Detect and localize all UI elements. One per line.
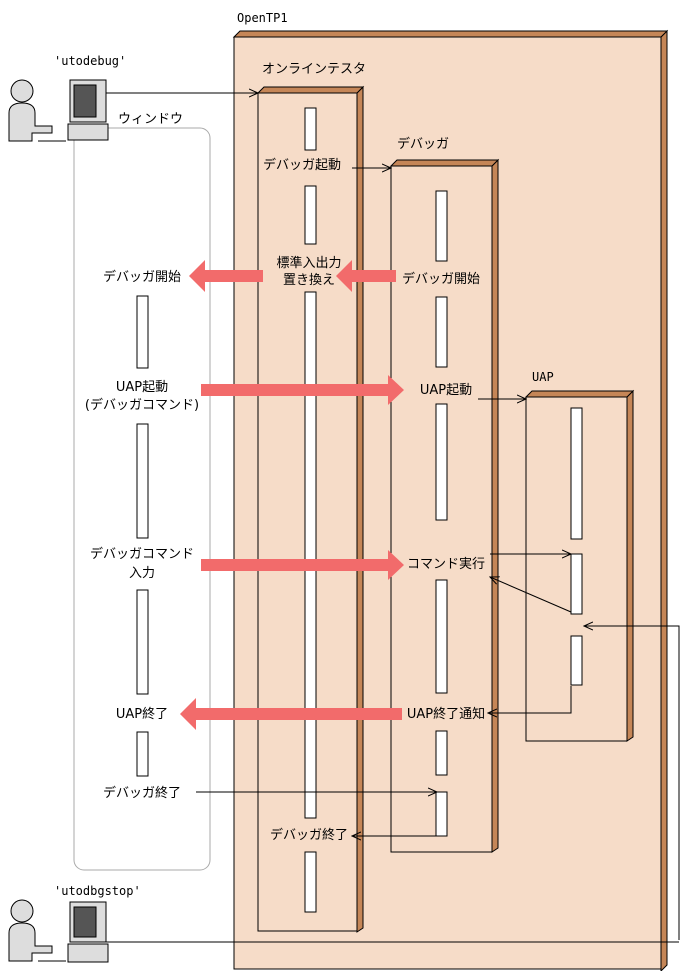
stdio-replace-line2: 置き換え: [283, 273, 335, 288]
uap-label: UAP: [532, 370, 554, 384]
user-terminal-bottom: 'utodbgstop': [8, 884, 141, 963]
uap-launch-window-sublabel: (デバッガコマンド): [85, 397, 199, 413]
debugger-end-window-label: デバッガ終了: [103, 785, 181, 801]
opentp1-container: OpenTP1: [232, 11, 669, 971]
debugger-end-tester-label: デバッガ終了: [270, 827, 348, 843]
debugger-start-debugger-label: デバッガ開始: [402, 271, 480, 287]
utodbgstop-command: 'utodbgstop': [54, 884, 141, 898]
computer-icon: [38, 901, 109, 963]
uap-launch-window-label: UAP起動: [116, 380, 168, 395]
uap-activations: [570, 407, 583, 686]
cmd-exec-label: コマンド実行: [407, 556, 485, 572]
opentp1-label: OpenTP1: [237, 11, 288, 25]
red-arrows: [180, 260, 404, 730]
stdio-replace-line1: 標準入出力: [276, 255, 341, 271]
debugger-activations: [435, 190, 448, 837]
message-arrows: [106, 93, 680, 943]
window-activations: [136, 295, 149, 777]
message-labels: デバッガ起動 標準入出力 置き換え デバッガ開始 デバッガ開始 UAP起動 (デ…: [85, 157, 485, 843]
debugger-launch-label: デバッガ起動: [263, 157, 341, 173]
debugger-label: デバッガ: [397, 136, 449, 152]
uap-launch-debugger-label: UAP起動: [420, 383, 472, 398]
uap-container: UAP: [524, 370, 635, 742]
uap-end-window-label: UAP終了: [116, 706, 168, 722]
tester-activations: [304, 107, 317, 913]
online-tester-label: オンラインテスタ: [262, 62, 366, 77]
debugger-start-window-label: デバッガ開始: [103, 269, 181, 285]
uap-end-notice-label: UAP終了通知: [407, 706, 485, 722]
computer-icon: [38, 79, 109, 142]
debugger-container: デバッガ: [389, 136, 500, 853]
utodebug-command: 'utodebug': [54, 54, 126, 68]
online-tester-container: オンラインテスタ: [256, 62, 366, 933]
debug-cmd-input-sublabel: 入力: [129, 566, 155, 581]
person-icon: [8, 899, 53, 962]
person-icon: [8, 79, 53, 142]
user-terminal-top: 'utodebug': [8, 54, 126, 142]
debug-cmd-input-label: デバッガコマンド: [90, 546, 194, 562]
window-label: ウィンドウ: [118, 112, 183, 127]
